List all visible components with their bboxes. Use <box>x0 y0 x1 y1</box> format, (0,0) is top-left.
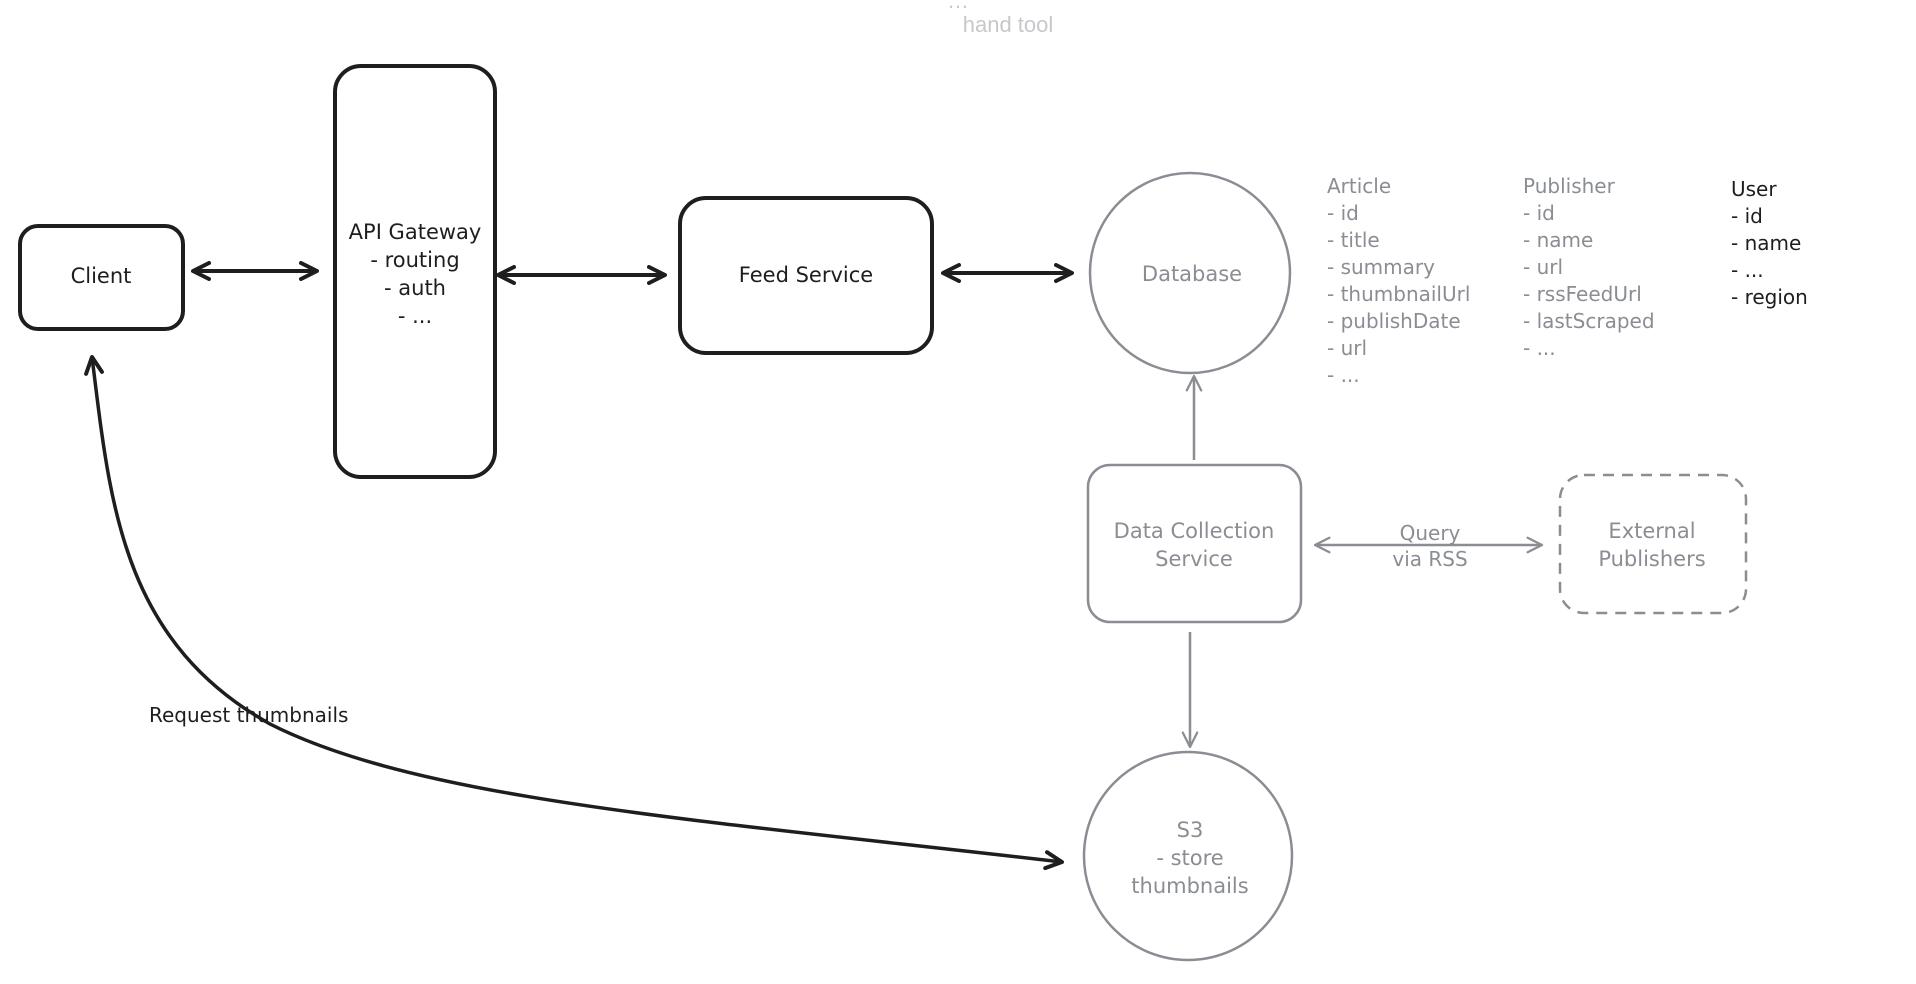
article-field: - publishDate <box>1327 309 1461 333</box>
s3-line-2: - store <box>1156 846 1224 870</box>
data-collection-box[interactable] <box>1086 463 1303 624</box>
feed-service-box[interactable] <box>678 196 934 355</box>
publisher-field: - lastScraped <box>1523 309 1655 333</box>
article-field: - summary <box>1327 255 1435 279</box>
external-publishers-box[interactable] <box>1558 473 1748 615</box>
s3-label: S3 - store thumbnails <box>1131 816 1248 900</box>
external-publishers-line-1: External <box>1608 519 1696 543</box>
article-schema-title: Article <box>1327 174 1392 198</box>
database-circle[interactable] <box>1088 171 1292 375</box>
api-gateway-line-routing: - routing <box>370 248 460 272</box>
api-gateway-line-more: - ... <box>397 304 433 328</box>
user-schema: User - id - name - ... - region <box>1731 176 1808 311</box>
user-schema-title: User <box>1731 177 1777 201</box>
external-publishers-line-2: Publishers <box>1598 547 1706 571</box>
publisher-schema: Publisher - id - name - url - rssFeedUrl… <box>1523 173 1655 362</box>
s3-line-3: thumbnails <box>1131 874 1249 898</box>
publisher-field: - ... <box>1523 336 1556 360</box>
user-field: - ... <box>1731 258 1764 282</box>
article-field: - thumbnailUrl <box>1327 282 1471 306</box>
query-label: Query via RSS <box>1392 520 1467 572</box>
article-field: - ... <box>1327 363 1360 387</box>
api-gateway-line-auth: - auth <box>384 276 446 300</box>
article-field: - id <box>1327 201 1359 225</box>
user-field: - name <box>1731 231 1802 255</box>
client-label: Client <box>70 264 132 288</box>
canvas-hint-top: … <box>947 0 969 13</box>
data-collection-label: Data Collection Service <box>1114 517 1275 573</box>
article-field: - url <box>1327 336 1368 360</box>
publisher-schema-title: Publisher <box>1523 174 1615 198</box>
publisher-field: - id <box>1523 201 1555 225</box>
arrow-client-s3[interactable] <box>84 355 1064 871</box>
publisher-field: - url <box>1523 255 1564 279</box>
request-thumbnails-label: Request thumbnails <box>149 703 349 727</box>
user-field: - id <box>1731 204 1763 228</box>
query-line-1: Query <box>1399 521 1461 545</box>
database-label: Database <box>1141 262 1243 286</box>
api-gateway-label: API Gateway - routing - auth - ... <box>349 218 482 330</box>
data-collection-line-2: Service <box>1155 547 1233 571</box>
feed-service-label: Feed Service <box>738 263 874 287</box>
client-box[interactable] <box>18 224 185 331</box>
canvas-hint-hand-tool: hand tool <box>962 12 1054 37</box>
article-field: - title <box>1327 228 1380 252</box>
publisher-field: - name <box>1523 228 1594 252</box>
query-line-2: via RSS <box>1392 547 1468 571</box>
publisher-field: - rssFeedUrl <box>1523 282 1642 306</box>
external-publishers-label: External Publishers <box>1598 517 1705 573</box>
data-collection-line-1: Data Collection <box>1113 519 1275 543</box>
s3-line-1: S3 <box>1176 818 1204 842</box>
s3-circle[interactable] <box>1082 750 1294 962</box>
api-gateway-title: API Gateway <box>348 220 482 244</box>
article-schema: Article - id - title - summary - thumbna… <box>1327 173 1470 389</box>
user-field: - region <box>1731 285 1808 309</box>
